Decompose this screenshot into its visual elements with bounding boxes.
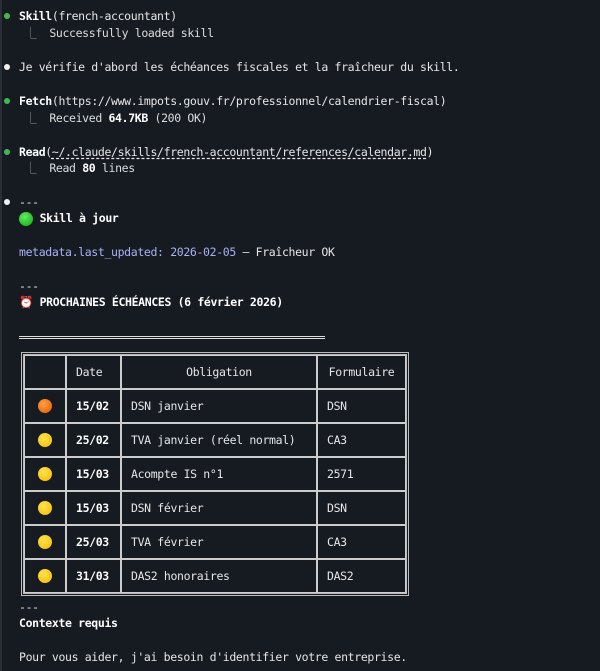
horizontal-rule: [19, 336, 325, 339]
date-cell: 15/02: [66, 389, 121, 423]
date-cell: 15/03: [66, 491, 121, 525]
table-row: 15/03 DSN février DSN: [24, 491, 406, 525]
yellow-circle-icon: [38, 433, 52, 448]
form-cell: DSN: [317, 491, 406, 525]
skill-tool-call: Skill(french-accountant): [19, 9, 177, 23]
status-cell: [24, 389, 66, 423]
table-row: 15/02 DSN janvier DSN: [24, 389, 406, 423]
form-cell: DAS2: [317, 559, 406, 593]
table-row: 15/03 Acompte IS n°1 2571: [24, 457, 406, 491]
date-cell: 31/03: [66, 559, 121, 593]
message-dot: [4, 199, 10, 205]
separator: ---: [19, 600, 39, 614]
context-title: Contexte requis: [19, 616, 118, 630]
date-cell: 25/03: [66, 525, 121, 559]
read-tool-result: ⎿ Read 80 lines: [25, 161, 135, 175]
assistant-message: Je vérifie d'abord les échéances fiscale…: [19, 60, 460, 74]
message-dot: [4, 64, 10, 70]
obligation-cell: DSN février: [121, 491, 317, 525]
status-cell: [24, 525, 66, 559]
status-cell: [24, 491, 66, 525]
left-border: [0, 0, 2, 671]
form-cell: CA3: [317, 525, 406, 559]
yellow-circle-icon: [38, 501, 52, 516]
fetch-tool-result: ⎿ Received 64.7KB (200 OK): [25, 111, 208, 125]
header-status: [24, 355, 66, 389]
status-dot-success: [4, 98, 10, 104]
status-dot-success: [4, 149, 10, 155]
form-cell: CA3: [317, 423, 406, 457]
green-circle-icon: [19, 211, 33, 226]
yellow-circle-icon: [38, 467, 52, 482]
status-cell: [24, 457, 66, 491]
form-cell: 2571: [317, 457, 406, 491]
yellow-circle-icon: [38, 569, 52, 584]
yellow-circle-icon: [38, 535, 52, 550]
fetch-tool-call: Fetch(https://www.impots.gouv.fr/profess…: [19, 94, 447, 108]
table-header-row: Date Obligation Formulaire: [24, 355, 406, 389]
alarm-clock-icon: ⏰: [19, 295, 33, 309]
obligation-cell: TVA février: [121, 525, 317, 559]
orange-circle-icon: [38, 399, 52, 414]
header-form: Formulaire: [317, 355, 406, 389]
deadlines-table: Date Obligation Formulaire 15/02 DSN jan…: [21, 352, 409, 596]
separator: ---: [19, 279, 39, 293]
obligation-cell: Acompte IS n°1: [121, 457, 317, 491]
file-path-link[interactable]: ~/.claude/skills/french-accountant/refer…: [51, 145, 427, 159]
status-dot-success: [4, 13, 10, 19]
skill-status: Skill à jour: [19, 210, 119, 226]
table-row: 31/03 DAS2 honoraires DAS2: [24, 559, 406, 593]
obligation-cell: DAS2 honoraires: [121, 559, 317, 593]
header-obligation: Obligation: [121, 355, 317, 389]
separator: ---: [19, 195, 39, 209]
skill-tool-result: ⎿ Successfully loaded skill: [25, 26, 214, 40]
status-cell: [24, 423, 66, 457]
status-cell: [24, 559, 66, 593]
assistant-message: Pour vous aider, j'ai besoin d'identifie…: [19, 650, 407, 664]
date-cell: 15/03: [66, 457, 121, 491]
obligation-cell: TVA janvier (réel normal): [121, 423, 317, 457]
metadata-line: metadata.last_updated: 2026-02-05 — Fraî…: [19, 245, 335, 259]
table-row: 25/02 TVA janvier (réel normal) CA3: [24, 423, 406, 457]
obligation-cell: DSN janvier: [121, 389, 317, 423]
date-cell: 25/02: [66, 423, 121, 457]
header-date: Date: [66, 355, 121, 389]
form-cell: DSN: [317, 389, 406, 423]
table-row: 25/03 TVA février CA3: [24, 525, 406, 559]
deadlines-title: ⏰ PROCHAINES ÉCHÉANCES (6 février 2026): [19, 295, 283, 309]
read-tool-call: Read(~/.claude/skills/french-accountant/…: [19, 145, 434, 159]
